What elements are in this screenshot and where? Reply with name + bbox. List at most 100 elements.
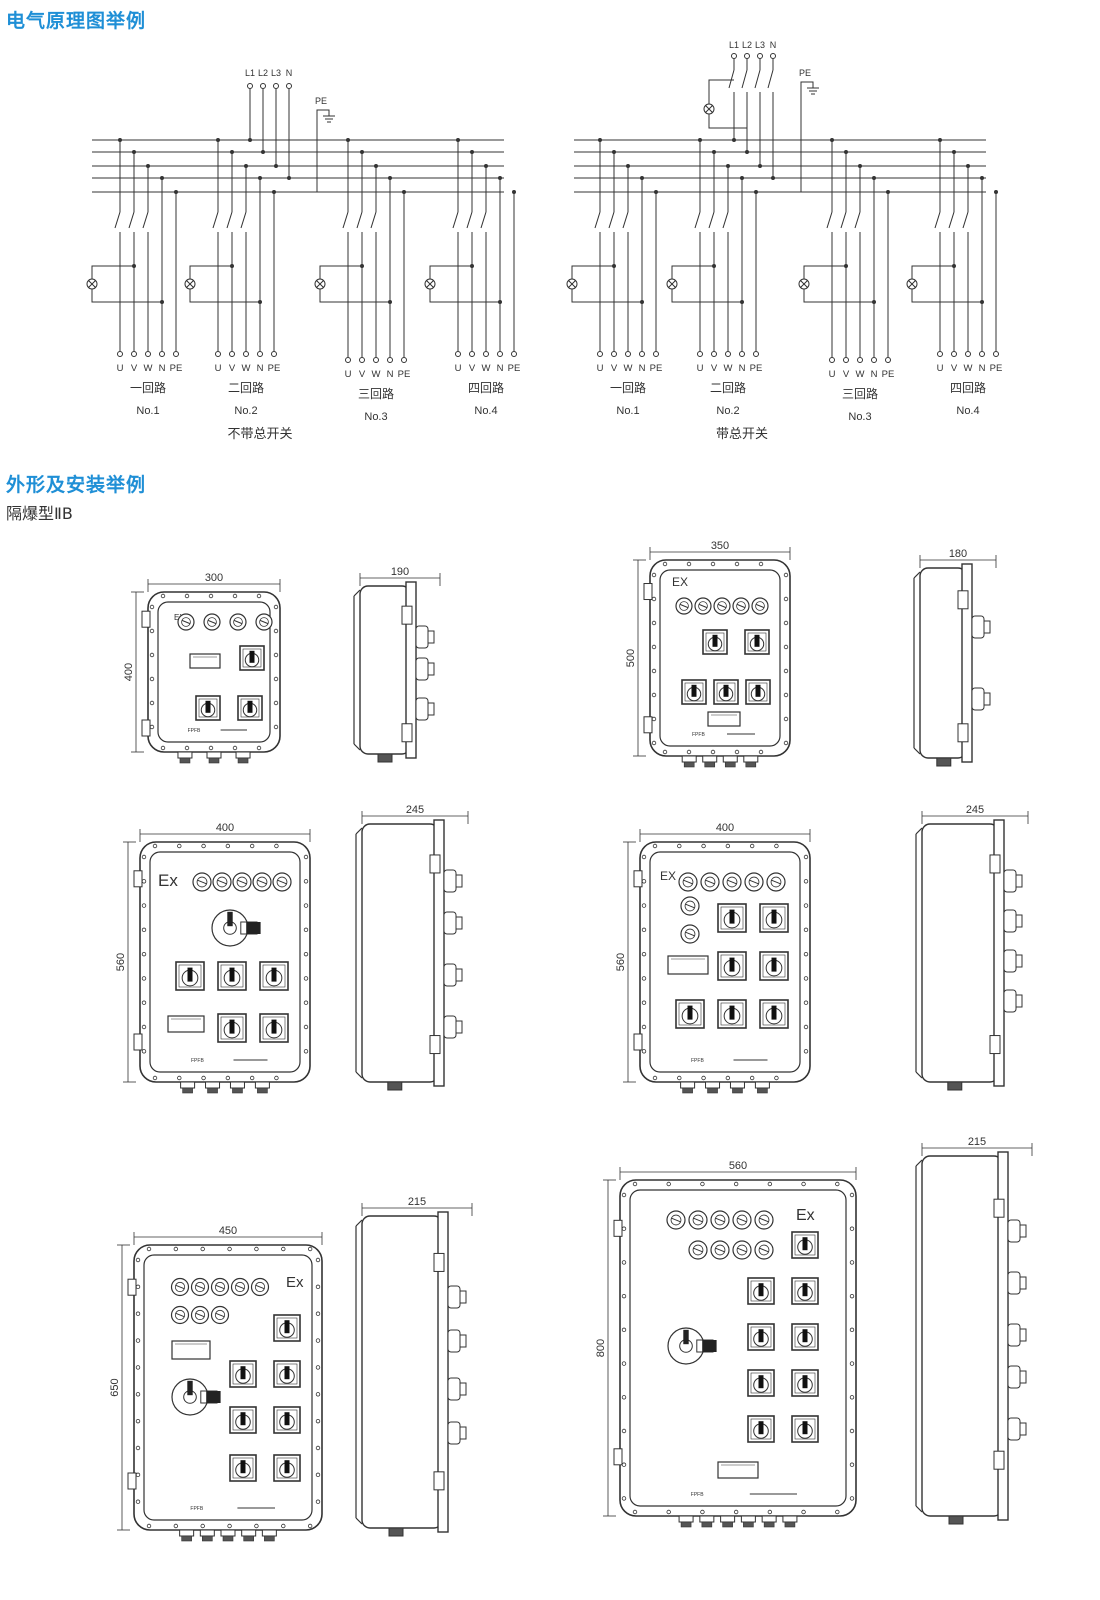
- terminal-icon: [469, 351, 475, 357]
- cable-gland-nut: [743, 1521, 754, 1528]
- junction-dot: [758, 164, 762, 168]
- dimension-label: 300: [205, 572, 223, 584]
- terminal-label: U: [117, 363, 124, 374]
- terminal-icon: [401, 357, 407, 363]
- flange-bolt: [273, 724, 279, 730]
- switch-handle: [802, 1421, 808, 1435]
- junction-dot: [216, 138, 220, 142]
- flange-bolt: [315, 1392, 321, 1397]
- switch-plate: [276, 1317, 298, 1339]
- terminal-label: N: [639, 363, 646, 374]
- flange-bolt: [686, 749, 692, 755]
- flange-bolt: [303, 854, 309, 860]
- cable-gland-nut: [202, 1535, 213, 1542]
- dimension-label: 245: [966, 804, 984, 816]
- junction-dot: [230, 264, 234, 268]
- terminal-label: V: [359, 369, 366, 380]
- cable-gland-nut: [182, 1087, 193, 1094]
- flange-bolt: [315, 1257, 321, 1263]
- ex-mark: EX: [660, 869, 676, 883]
- cable-gland-icon: [681, 755, 697, 763]
- mount-bracket: [355, 1517, 363, 1525]
- mount-bracket: [915, 1159, 923, 1167]
- branch-switch-contact: [694, 211, 701, 229]
- schematic-caption: 带总开关: [716, 427, 768, 442]
- enclosure-side-1: 190: [353, 566, 441, 763]
- indicator-lamp-mark: [207, 619, 217, 625]
- side-knob-tip: [1015, 914, 1023, 928]
- flange-bolt: [652, 1075, 658, 1081]
- terminal-label: N: [497, 363, 504, 374]
- flange-bolt: [651, 644, 657, 650]
- circuit-number: No.1: [136, 405, 159, 417]
- enclosure-side-4: 245: [915, 804, 1029, 1091]
- side-knob-tip: [455, 874, 463, 888]
- junction-dot: [966, 164, 970, 168]
- side-knob-icon: [415, 625, 429, 649]
- flange-bolt: [621, 1192, 627, 1198]
- ammeter-icon: [707, 711, 741, 727]
- switch-handle: [802, 1375, 808, 1389]
- terminal-label: V: [469, 363, 476, 374]
- dimension-label: 190: [391, 566, 409, 578]
- indicator-lamp-mark: [727, 879, 737, 885]
- terminal-icon: [497, 351, 503, 357]
- flange-bolt: [177, 1075, 182, 1081]
- terminal-icon: [885, 357, 891, 363]
- hinge-icon: [989, 854, 1001, 874]
- cable-gland-icon: [740, 1515, 756, 1523]
- junction-dot: [640, 176, 644, 180]
- branch-switch-contact: [594, 211, 601, 229]
- flange-bolt: [774, 843, 779, 849]
- ammeter-icon: [717, 1461, 759, 1479]
- schematic-title: 电气原理图举例: [6, 10, 147, 32]
- side-knob-tip: [1019, 1276, 1027, 1290]
- indicator-lamp-mark: [175, 1284, 185, 1290]
- side-body: [921, 1155, 1003, 1517]
- terminal-label: V: [131, 363, 138, 374]
- indicator-lamp-lens: [214, 1309, 226, 1321]
- circuit-number: No.2: [234, 405, 257, 417]
- lamp-wire: [91, 289, 162, 303]
- flange-bolt: [249, 1075, 255, 1081]
- side-knob-icon: [971, 615, 985, 639]
- cable-gland-icon: [199, 1529, 215, 1537]
- cable-gland-icon: [229, 1081, 245, 1089]
- flange-bolt: [208, 745, 214, 751]
- terminal-icon: [697, 351, 703, 357]
- indicator-lamp-lens: [236, 876, 248, 888]
- flange-bolt: [774, 1075, 779, 1081]
- dimension-label: 500: [625, 649, 637, 667]
- terminal-icon: [117, 351, 123, 357]
- flange-bolt: [651, 740, 657, 746]
- terminal-label: V: [711, 363, 718, 374]
- junction-dot: [346, 138, 350, 142]
- flange-bolt: [783, 572, 789, 578]
- terminal-icon: [639, 351, 645, 357]
- indicator-lamp-lens: [717, 601, 727, 611]
- flange-bolt: [749, 843, 755, 849]
- terminal-label: N: [979, 363, 986, 374]
- switch-handle: [771, 909, 777, 924]
- switch-handle: [758, 1329, 764, 1343]
- terminal-label: U: [215, 363, 222, 374]
- lamp-wire: [189, 289, 260, 303]
- switch-plate: [232, 1409, 254, 1431]
- junction-dot: [456, 138, 460, 142]
- flange-bolt: [662, 561, 668, 567]
- flange-bolt: [135, 1311, 141, 1316]
- flange-bolt: [734, 561, 740, 567]
- flange-bolt: [303, 927, 309, 933]
- mount-bracket: [913, 747, 921, 755]
- branch-switch-contact: [142, 211, 149, 229]
- terminal-icon: [455, 351, 461, 357]
- flange-bolt: [803, 854, 809, 860]
- main-lamp-wire: [708, 79, 734, 104]
- cable-gland-icon: [241, 1529, 257, 1537]
- enclosure-cover: [649, 851, 801, 1073]
- cable-gland-icon: [205, 1081, 221, 1089]
- terminal-label: V: [611, 363, 618, 374]
- indicator-lamp-mark: [257, 879, 267, 885]
- cable-gland-icon: [220, 1529, 236, 1537]
- hinge-icon: [429, 1035, 441, 1055]
